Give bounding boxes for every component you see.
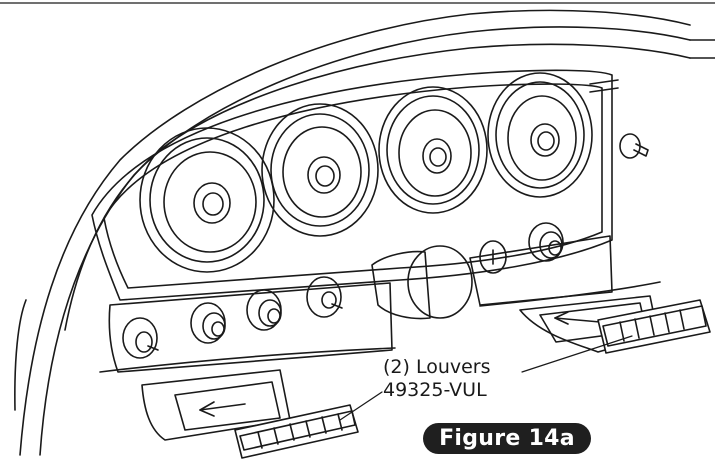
callout-line-1: (2) Louvers	[383, 356, 491, 378]
callout-line-2: 49325-VUL	[383, 379, 487, 401]
knob-4	[306, 276, 343, 318]
knob-5	[479, 240, 507, 274]
knob-1	[122, 317, 159, 359]
figure-label-badge: Figure 14a	[423, 423, 591, 454]
right-toggle-knob	[619, 133, 649, 159]
leader-line-right	[521, 335, 633, 373]
knob-2	[190, 302, 226, 344]
gauge-cluster-bezel	[91, 69, 619, 301]
leader-line-left	[339, 391, 383, 421]
dashboard-shell	[14, 9, 715, 456]
knob-6	[528, 222, 564, 262]
left-louver	[234, 404, 359, 459]
gauge-4	[487, 72, 593, 198]
knob-3	[246, 289, 282, 331]
gauge-2	[261, 103, 379, 237]
right-louver	[597, 299, 711, 354]
center-cylinder	[371, 245, 473, 320]
gauge-1	[139, 127, 275, 273]
gauge-3	[378, 86, 488, 214]
louvers-callout: (2) Louvers 49325-VUL	[383, 356, 523, 402]
